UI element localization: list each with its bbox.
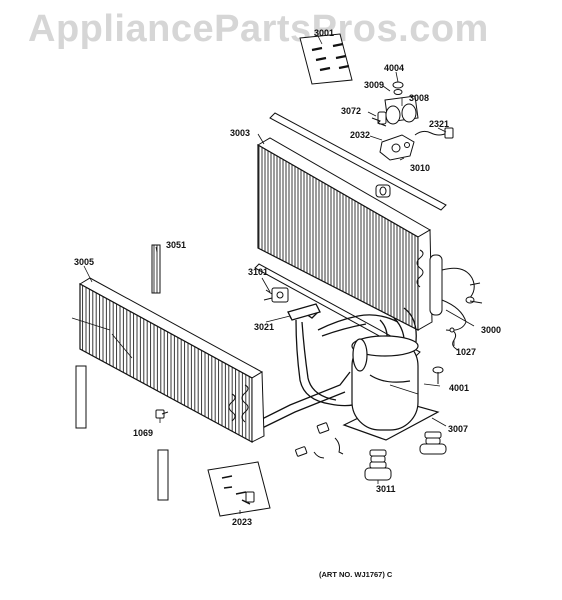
part-label-3101: 3101: [248, 267, 269, 277]
baffle-strip-3051: [151, 244, 161, 294]
part-label-3010: 3010: [410, 163, 431, 173]
tube-fittings: [295, 422, 344, 459]
watermark: AppliancePartsPros.com: [28, 8, 489, 50]
part-label-3008: 3008: [409, 93, 430, 103]
part-label-3007: 3007: [448, 424, 469, 434]
part-label-3000: 3000: [481, 325, 502, 335]
outdoor-coil-3003: [257, 137, 433, 331]
part-label-4001: 4001: [449, 383, 470, 393]
clip-1069: [155, 409, 169, 419]
leader-lines: [71, 35, 475, 514]
bottom-side-plate: [157, 449, 169, 501]
compressor-3007: [342, 335, 440, 441]
part-label-1027: 1027: [456, 347, 477, 357]
mounting-screw-4001: [432, 366, 444, 384]
bushing-part: [375, 184, 391, 198]
part-label-2023: 2023: [232, 517, 253, 527]
part-label-3001: 3001: [314, 28, 335, 38]
part-label-4004: 4004: [384, 63, 405, 73]
part-label-3051: 3051: [166, 240, 187, 250]
left-side-plate: [75, 365, 87, 429]
part-label-1069: 1069: [133, 428, 154, 438]
art-number-caption: (ART NO. WJ1767) C: [319, 570, 393, 579]
top-rail-strip: [269, 112, 447, 211]
part-label-2032: 2032: [350, 130, 371, 140]
control-switch-3101: [263, 287, 289, 303]
hardware-kit-2023: [207, 461, 271, 517]
capacitor-wiring-3000: [429, 254, 483, 331]
part-label-3011: 3011: [376, 484, 396, 494]
part-label-3072: 3072: [341, 106, 362, 116]
part-label-2321: 2321: [429, 119, 450, 129]
lower-rail-strip: [254, 263, 421, 357]
compressor-grommets-3011: [364, 431, 447, 481]
reversing-valve-assembly: [371, 81, 454, 161]
part-label-3003: 3003: [230, 128, 251, 138]
part-label-3005: 3005: [74, 257, 95, 267]
part-label-3021: 3021: [254, 322, 275, 332]
bracket-kit-part: [299, 33, 353, 85]
indoor-coil-3005: [78, 277, 265, 444]
part-label-3009: 3009: [364, 80, 385, 90]
